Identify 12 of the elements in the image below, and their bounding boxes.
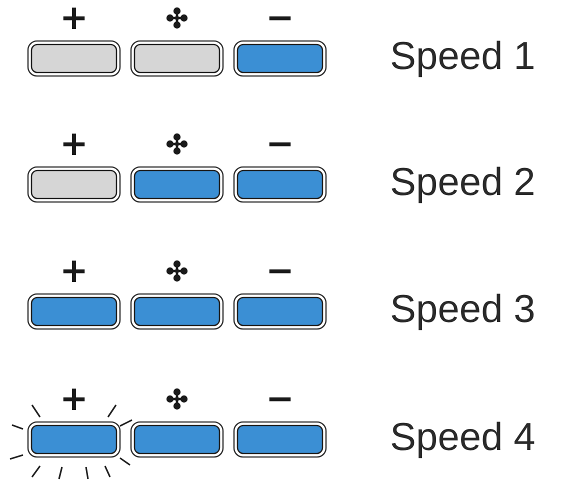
plus-sign: + — [60, 127, 88, 161]
speed-label: Speed 1 — [390, 35, 536, 79]
plus-sign: + — [60, 1, 88, 35]
speed-label: Speed 2 — [390, 161, 536, 205]
minus-sign: − — [266, 1, 294, 35]
minus-sign: − — [266, 254, 294, 288]
minus-sign: − — [266, 127, 294, 161]
plus-sign: + — [60, 382, 88, 416]
minus-sign: − — [266, 382, 294, 416]
plus-sign: + — [60, 254, 88, 288]
speed-label: Speed 3 — [390, 288, 536, 332]
speed-label: Speed 4 — [390, 416, 536, 460]
